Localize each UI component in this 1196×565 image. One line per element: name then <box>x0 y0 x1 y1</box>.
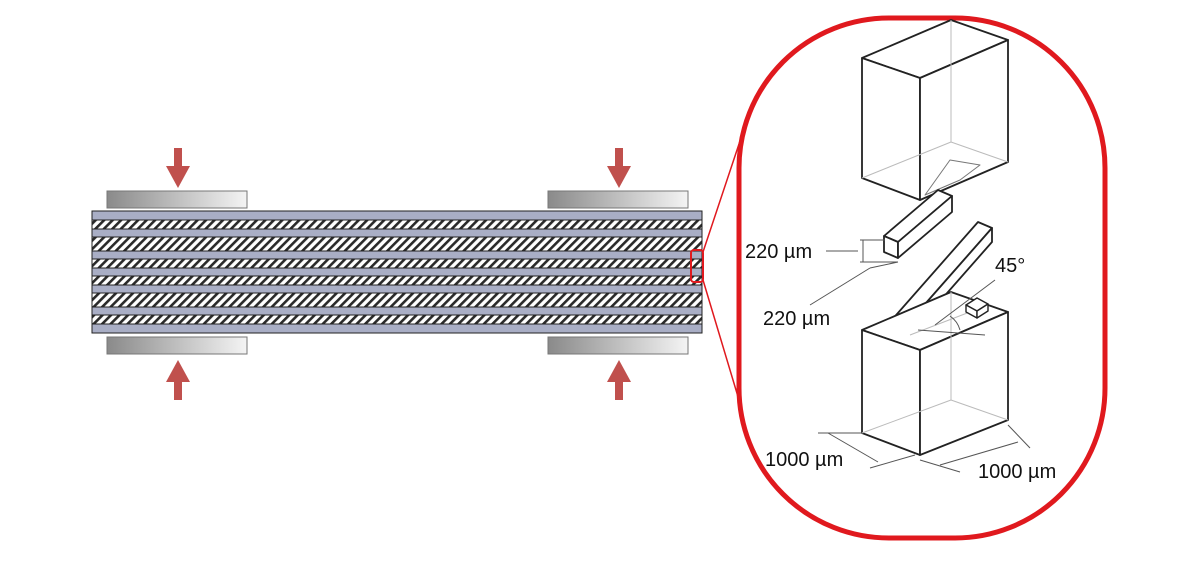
laminate-ply-solid <box>91 210 703 221</box>
laminate-ply-solid <box>91 323 703 334</box>
laminate-ply-solid <box>91 284 703 294</box>
specimen-detail-drawing <box>809 19 1031 473</box>
laminate-ply-hatched <box>91 219 703 230</box>
clamp-top-left <box>106 190 248 209</box>
laminate-ply-hatched <box>91 258 703 269</box>
arrow-down-icon <box>166 148 190 188</box>
zoom-connector-bottom <box>702 279 743 411</box>
label-block-width: 1000 µm <box>978 461 1056 483</box>
lower-grip-block <box>861 291 1009 456</box>
zoom-connector-top <box>702 134 743 253</box>
arrow-up-icon <box>607 360 631 400</box>
label-beam-width: 220 µm <box>745 241 812 263</box>
laminate-ply-hatched <box>91 292 703 308</box>
zoom-callout-frame <box>736 15 1108 541</box>
laminate-ply-solid <box>91 250 703 260</box>
clamps <box>106 190 689 355</box>
clamp-top-right <box>547 190 689 209</box>
laminate-ply-solid <box>91 306 703 316</box>
laminate-ply-hatched <box>91 314 703 325</box>
laminate-specimen <box>91 210 703 334</box>
laminate-ply-hatched <box>91 275 703 286</box>
clamp-bottom-left <box>106 336 248 355</box>
upper-beam <box>883 189 953 259</box>
laminate-ply-hatched <box>91 236 703 252</box>
block-dimension-lines <box>818 424 1031 473</box>
zoom-region-marker <box>690 249 704 283</box>
label-beam-height: 220 µm <box>763 308 830 330</box>
arrow-down-icon <box>607 148 631 188</box>
label-block-depth: 1000 µm <box>765 449 843 471</box>
laminate-ply-solid <box>91 267 703 277</box>
beam-dimension-lines <box>809 239 899 306</box>
clamp-bottom-right <box>547 336 689 355</box>
angle-indicator <box>917 279 996 336</box>
arrow-up-icon <box>166 360 190 400</box>
label-angle: 45° <box>995 255 1025 277</box>
laminate-layers <box>91 210 703 334</box>
upper-grip-block <box>861 19 1009 201</box>
laminate-ply-solid <box>91 228 703 238</box>
dimension-labels: 220 µm 220 µm 45° 1000 µm 1000 µm <box>745 241 1056 483</box>
load-arrows <box>166 148 631 400</box>
